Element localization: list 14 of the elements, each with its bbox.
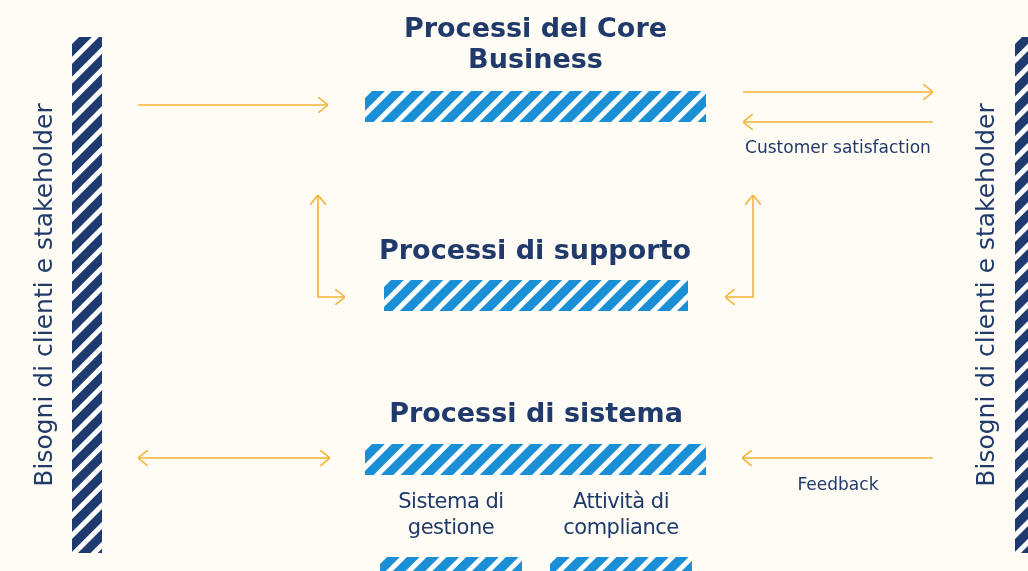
arrow <box>724 194 762 306</box>
arrow <box>742 83 934 101</box>
arrow <box>137 96 329 114</box>
process-heading: Processi di sistema <box>388 397 684 429</box>
arrow <box>742 113 934 131</box>
arrow <box>309 194 346 306</box>
arrow <box>137 449 331 467</box>
process-label: Attività di compliance <box>562 488 680 541</box>
side-label: Bisogni di clienti e stakeholder <box>28 103 58 487</box>
process-label: Sistema di gestione <box>397 488 505 541</box>
arrow <box>741 449 934 467</box>
side-label: Bisogni di clienti e stakeholder <box>970 103 1000 487</box>
process-heading: Processi del Core Business <box>402 12 669 75</box>
process-heading: Processi di supporto <box>378 234 692 266</box>
